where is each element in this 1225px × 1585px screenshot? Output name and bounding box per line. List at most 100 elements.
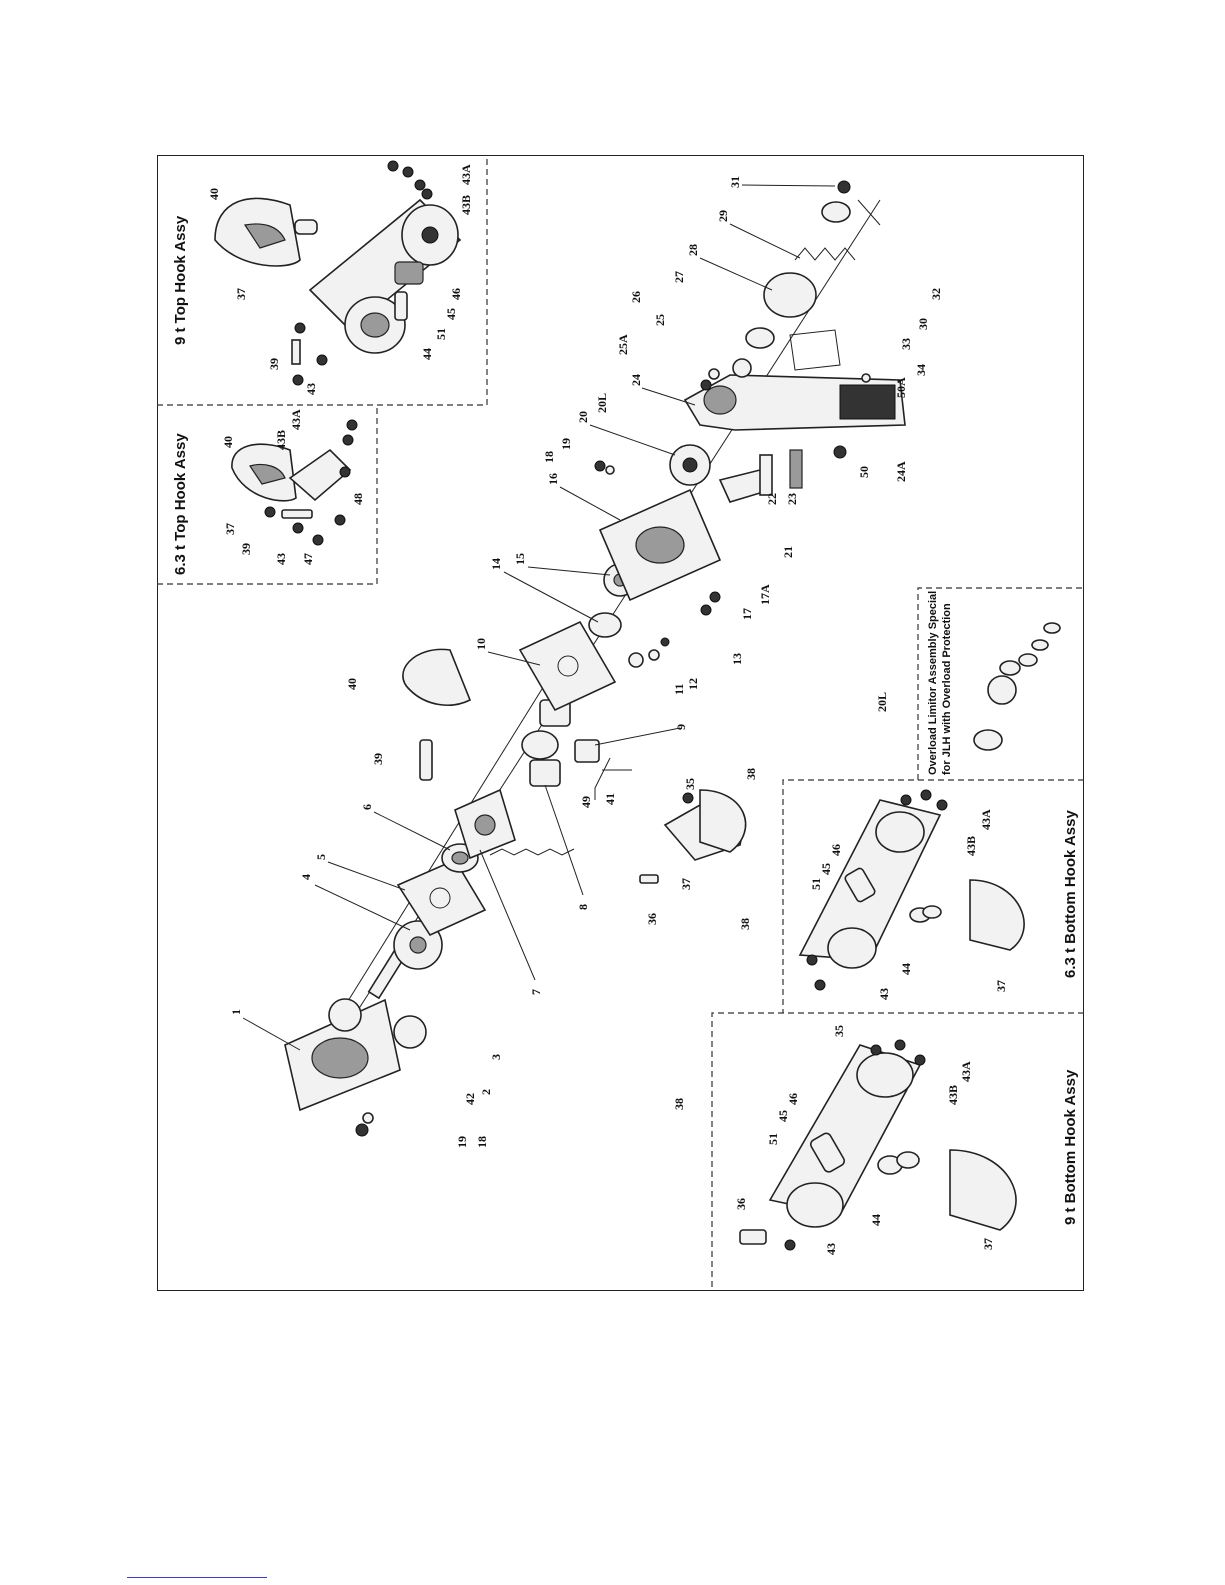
- callout-40: 40: [345, 678, 359, 690]
- callout-28: 28: [686, 244, 700, 256]
- diagram-frame: [157, 155, 1084, 1291]
- callout-3: 3: [489, 1054, 503, 1060]
- callout-bot63-46: 46: [829, 844, 843, 856]
- callout-24a: 24A: [894, 461, 908, 482]
- callout-top63-40: 40: [221, 436, 235, 448]
- callout-top9-43: 43: [304, 383, 318, 395]
- callout-7: 7: [529, 989, 543, 995]
- callout-19: 19: [559, 438, 573, 450]
- hook-6-3t-bottom-illustration: [798, 789, 1025, 991]
- callout-17a: 17A: [758, 584, 772, 605]
- callout-41: 41: [603, 793, 617, 805]
- callout-20: 20: [576, 411, 590, 423]
- callout-top9-39: 39: [267, 358, 281, 370]
- callout-top63-43a: 43A: [289, 409, 303, 430]
- hook-6-3t-top-illustration: [231, 419, 358, 546]
- title-6-3t-bottom-hook: 6.3 t Bottom Hook Assy: [1062, 810, 1079, 978]
- callout-15: 15: [513, 553, 527, 565]
- callout-bot9-37: 37: [981, 1238, 995, 1250]
- box-6-3t-top-hook: [157, 405, 378, 585]
- callout-8: 8: [576, 904, 590, 910]
- callout-18: 18: [542, 451, 556, 463]
- title-overload-limiter-line1: Overload Limitor Assembly Special: [927, 591, 939, 775]
- callout-13: 13: [730, 653, 744, 665]
- callout-18b: 18: [475, 1136, 489, 1148]
- callout-38: 38: [744, 768, 758, 780]
- callout-top9-37: 37: [234, 288, 248, 300]
- callout-22: 22: [765, 493, 779, 505]
- callout-27: 27: [672, 271, 686, 283]
- callout-bot63-38: 38: [738, 918, 752, 930]
- hook-9t-top-illustration: [214, 160, 462, 386]
- callout-17: 17: [740, 608, 754, 620]
- callout-30: 30: [916, 318, 930, 330]
- callout-bot63-43: 43: [877, 988, 891, 1000]
- callout-top9-43a: 43A: [459, 164, 473, 185]
- callout-bot63-43a: 43A: [979, 809, 993, 830]
- callout-6a: 6: [360, 804, 374, 810]
- callout-top63-43b: 43B: [274, 430, 288, 450]
- callout-bot9-45: 45: [776, 1110, 790, 1122]
- callout-20l: 20L: [595, 393, 609, 413]
- title-9t-top-hook: 9 t Top Hook Assy: [172, 215, 189, 345]
- part-callouts: 1 2 3 4 5 6 7 8 9 10 11 12 13 14 15 16 1…: [207, 164, 1008, 1255]
- callout-25a: 25A: [616, 334, 630, 355]
- callout-bot9-36: 36: [734, 1198, 748, 1210]
- title-6-3t-top-hook: 6.3 t Top Hook Assy: [172, 433, 189, 575]
- callout-top63-48: 48: [351, 493, 365, 505]
- callout-33: 33: [899, 338, 913, 350]
- callout-top9-45: 45: [444, 308, 458, 320]
- callout-bot9-43b: 43B: [946, 1085, 960, 1105]
- callout-19b: 19: [455, 1136, 469, 1148]
- callout-bot63-51: 51: [809, 878, 823, 890]
- callout-top63-43: 43: [274, 553, 288, 565]
- callout-bot63-45: 45: [819, 863, 833, 875]
- callout-50a: 50A: [894, 377, 908, 398]
- callout-49: 49: [579, 796, 593, 808]
- callout-top63-47: 47: [301, 553, 315, 565]
- callout-36: 36: [645, 913, 659, 925]
- callout-35: 35: [683, 778, 697, 790]
- callout-23: 23: [785, 493, 799, 505]
- callout-bot9-51: 51: [766, 1133, 780, 1145]
- callout-bot9-35: 35: [832, 1025, 846, 1037]
- box-6-3t-bottom-hook: [782, 779, 1084, 1013]
- callout-bot9-43a: 43A: [959, 1061, 973, 1082]
- callout-11: 11: [672, 684, 686, 695]
- callout-top63-37: 37: [223, 523, 237, 535]
- callout-16: 16: [546, 473, 560, 485]
- callout-top9-43b: 43B: [459, 195, 473, 215]
- box-9t-bottom-hook: [711, 1012, 1084, 1291]
- callout-bot9-46: 46: [786, 1093, 800, 1105]
- callout-26: 26: [629, 291, 643, 303]
- callout-top63-39: 39: [239, 543, 253, 555]
- callout-12: 12: [686, 678, 700, 690]
- hook-9t-bottom-illustration: [739, 1039, 1017, 1251]
- callout-top9-44: 44: [420, 348, 434, 360]
- callout-bot9-43: 43: [824, 1243, 838, 1255]
- callout-25: 25: [653, 314, 667, 326]
- title-overload-limiter-line2: for JLH with Overload Protection: [941, 603, 953, 775]
- overload-limiter-illustration: [973, 622, 1061, 751]
- callout-37: 37: [679, 878, 693, 890]
- callout-bot63-43b: 43B: [964, 836, 978, 856]
- callout-50: 50: [857, 466, 871, 478]
- callout-29: 29: [716, 210, 730, 222]
- box-9t-top-hook: [157, 155, 488, 406]
- callout-1: 1: [229, 1009, 243, 1015]
- main-exploded-parts: [284, 180, 906, 1137]
- callout-bot63-44: 44: [899, 963, 913, 975]
- callout-32: 32: [929, 288, 943, 300]
- box-overload-limiter: [917, 587, 1084, 780]
- assembly-axis-line: [329, 659, 561, 1031]
- callout-4: 4: [299, 874, 313, 880]
- callout-top9-46: 46: [449, 288, 463, 300]
- callout-20l-overload: 20L: [875, 692, 889, 712]
- callout-21: 21: [781, 546, 795, 558]
- callout-bot63-37: 37: [994, 980, 1008, 992]
- callout-5: 5: [314, 854, 328, 860]
- callout-10: 10: [474, 638, 488, 650]
- callout-24: 24: [629, 374, 643, 386]
- callout-34: 34: [914, 364, 928, 376]
